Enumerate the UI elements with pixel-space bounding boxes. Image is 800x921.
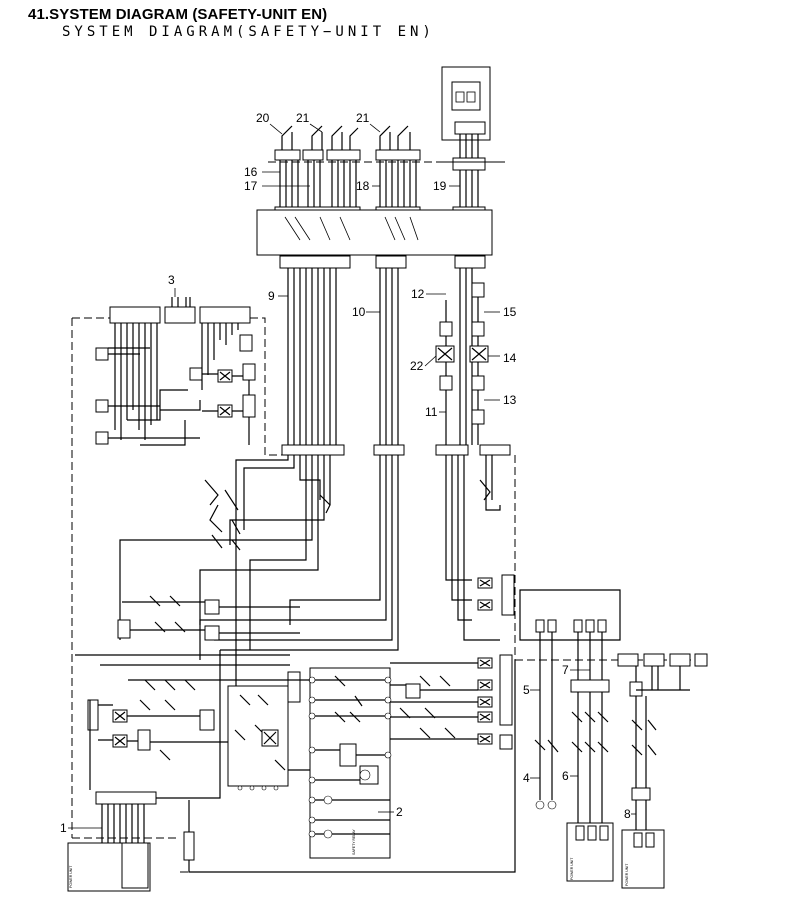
callout-16: 16 xyxy=(244,165,258,179)
callout-1: 1 xyxy=(60,821,67,835)
callout-17: 17 xyxy=(244,179,258,193)
middle-relays xyxy=(117,574,515,641)
callout-5: 5 xyxy=(523,683,530,697)
callout-14: 14 xyxy=(503,351,517,365)
top-switches xyxy=(281,125,411,150)
relay-bank-left xyxy=(75,654,310,791)
callout-3: 3 xyxy=(168,273,175,287)
callout-21-left: 21 xyxy=(296,111,310,125)
enable-switch-module xyxy=(441,66,491,141)
central-wiring xyxy=(119,455,516,700)
bottom-left-connectors: POWER UNIT xyxy=(67,650,516,892)
callout-6: 6 xyxy=(562,769,569,783)
callout-12: 12 xyxy=(411,287,425,301)
relay-board xyxy=(256,209,493,269)
callout-21-right: 21 xyxy=(356,111,370,125)
power-unit-right-label: POWER UNIT xyxy=(625,863,629,886)
bottom-middle-section: POWER UNIT xyxy=(515,589,700,882)
callout-7: 7 xyxy=(562,663,569,677)
harness-9-10 xyxy=(281,268,405,456)
callout-20: 20 xyxy=(256,111,270,125)
safety-relay-module: SAFETY RELAY xyxy=(287,667,392,859)
left-enclosure xyxy=(71,297,282,839)
relay-bank-right xyxy=(390,654,513,750)
callout-18: 18 xyxy=(356,179,370,193)
bottom-right-section: POWER UNIT xyxy=(617,653,708,889)
power-unit-left-label: POWER UNIT xyxy=(69,865,73,888)
top-harness xyxy=(268,134,505,207)
callouts: 20 21 21 16 17 18 19 3 9 10 12 15 22 14 … xyxy=(60,111,636,835)
callout-2: 2 xyxy=(396,805,403,819)
power-unit-mid-label: POWER UNIT xyxy=(570,857,574,880)
callout-11: 11 xyxy=(425,405,438,419)
diagram-title: 41.SYSTEM DIAGRAM (SAFETY-UNIT EN) xyxy=(28,6,328,23)
callout-9: 9 xyxy=(268,289,275,303)
diagram-subtitle: SYSTEM DIAGRAM(SAFETY−UNIT EN) xyxy=(62,24,435,40)
boundary-lines xyxy=(180,660,516,873)
safety-relay-label: SAFETY RELAY xyxy=(352,829,356,855)
callout-10: 10 xyxy=(352,305,366,319)
callout-19: 19 xyxy=(433,179,447,193)
callout-8: 8 xyxy=(624,807,631,821)
callout-15: 15 xyxy=(503,305,517,319)
safety-chain-right xyxy=(435,268,511,456)
callout-4: 4 xyxy=(523,771,530,785)
callout-13: 13 xyxy=(503,393,517,407)
callout-22: 22 xyxy=(410,359,424,373)
